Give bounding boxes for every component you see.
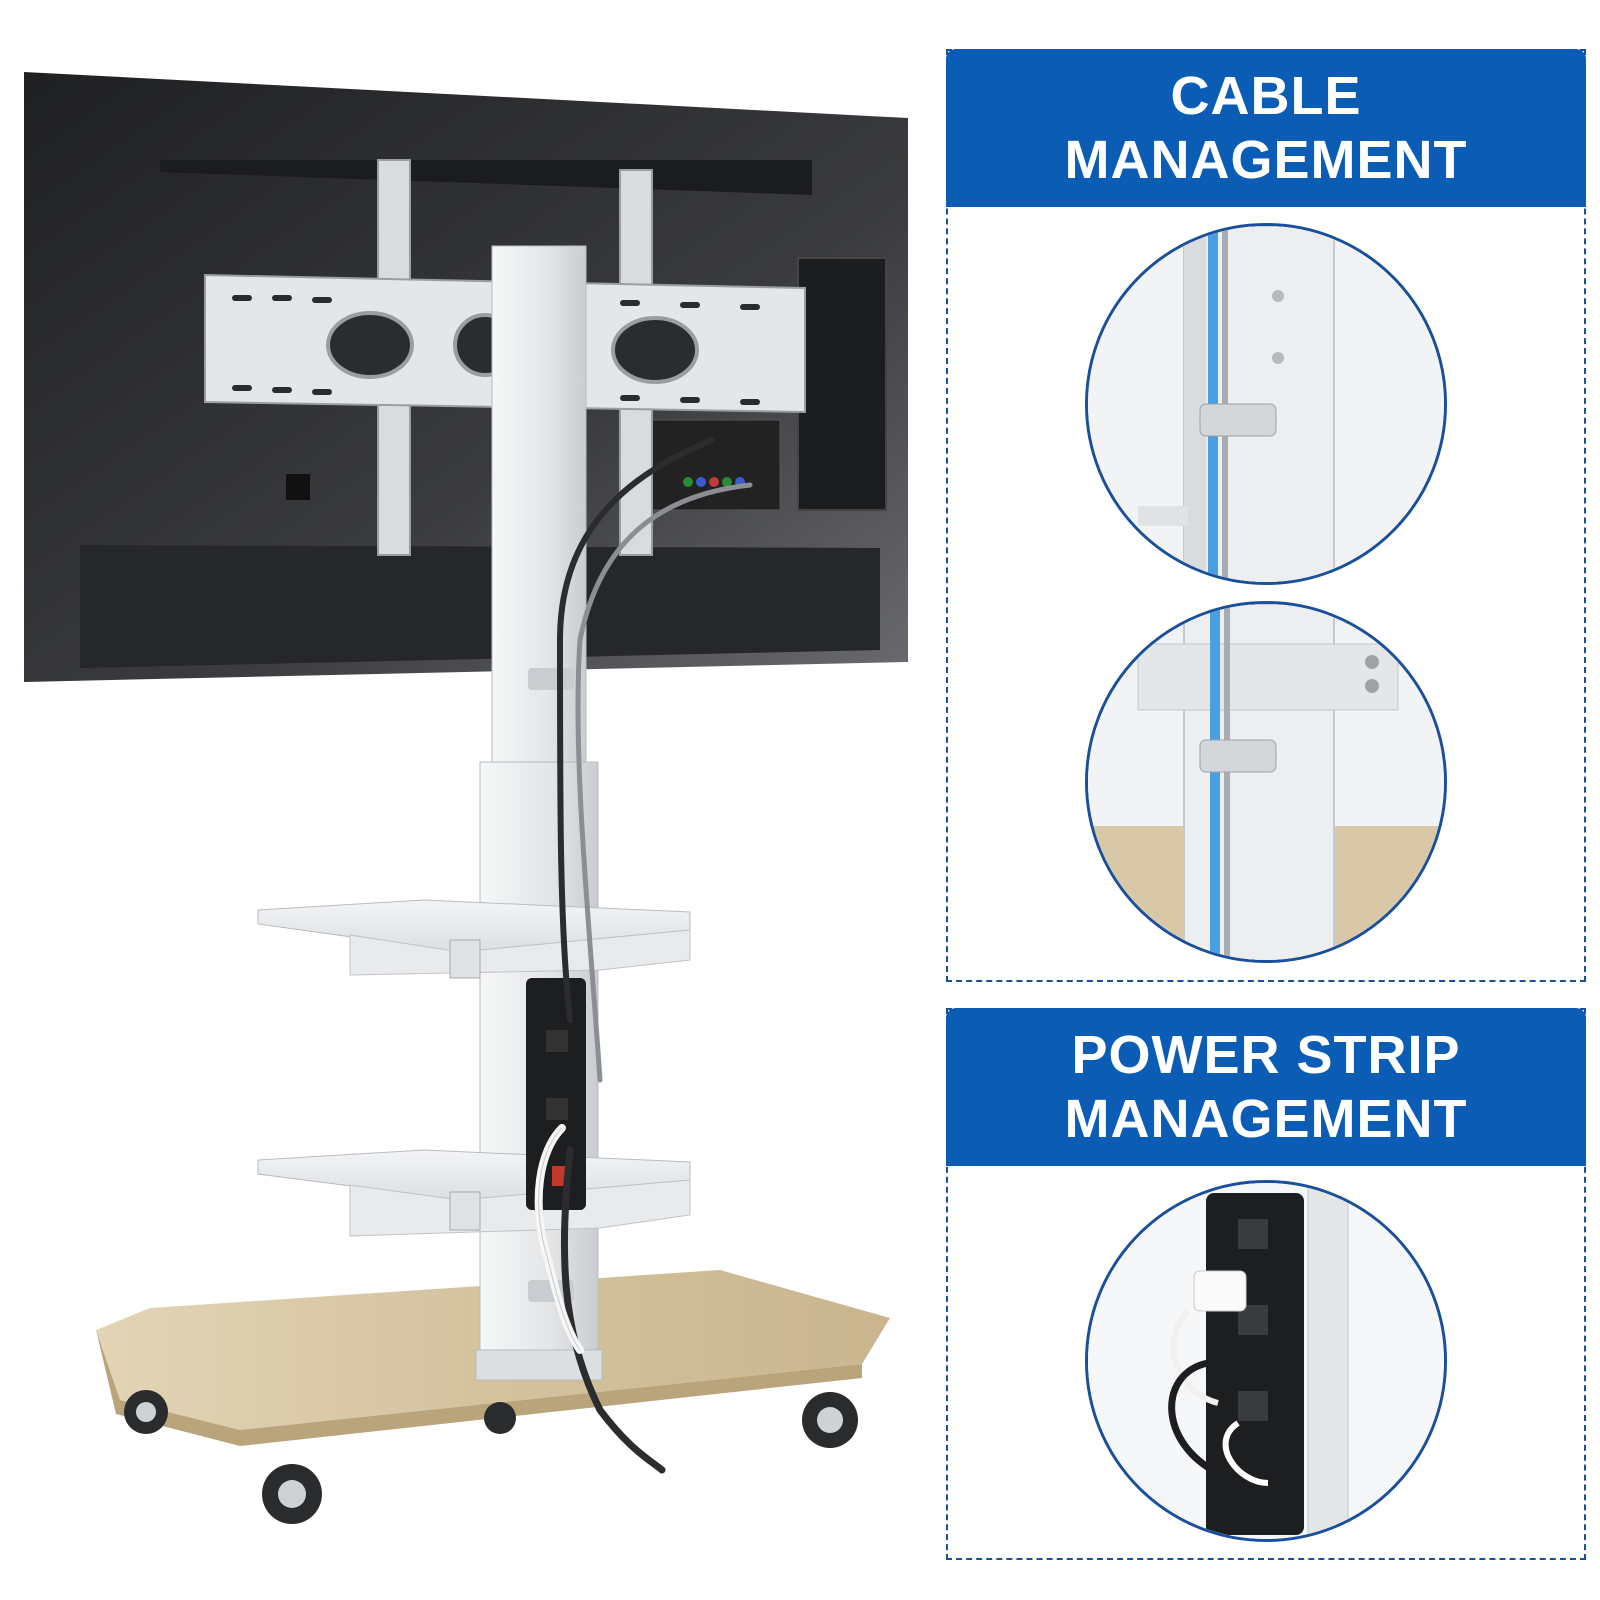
cables: [534, 437, 753, 1474]
upper-shelf: [257, 899, 691, 979]
power-strip-management-banner: POWER STRIP MANAGEMENT: [946, 1008, 1586, 1166]
cable-management-title-line2: MANAGEMENT: [1064, 130, 1468, 190]
cable-management-banner: CABLE MANAGEMENT: [946, 49, 1586, 207]
mount-plate-details: [232, 295, 760, 405]
lower-shelf: [257, 1149, 691, 1237]
cable-management-title-line1: CABLE: [1170, 66, 1362, 126]
power-strip-detail: [1085, 1180, 1447, 1542]
power-strip-title-line1: POWER STRIP: [1071, 1025, 1461, 1085]
power-strip: [526, 978, 586, 1210]
cable-clip-detail-bottom: [1085, 601, 1447, 963]
power-strip-title-line2: MANAGEMENT: [1064, 1089, 1468, 1149]
cable-clip-detail-top: [1085, 223, 1447, 585]
caster-wheels: [124, 1390, 858, 1524]
